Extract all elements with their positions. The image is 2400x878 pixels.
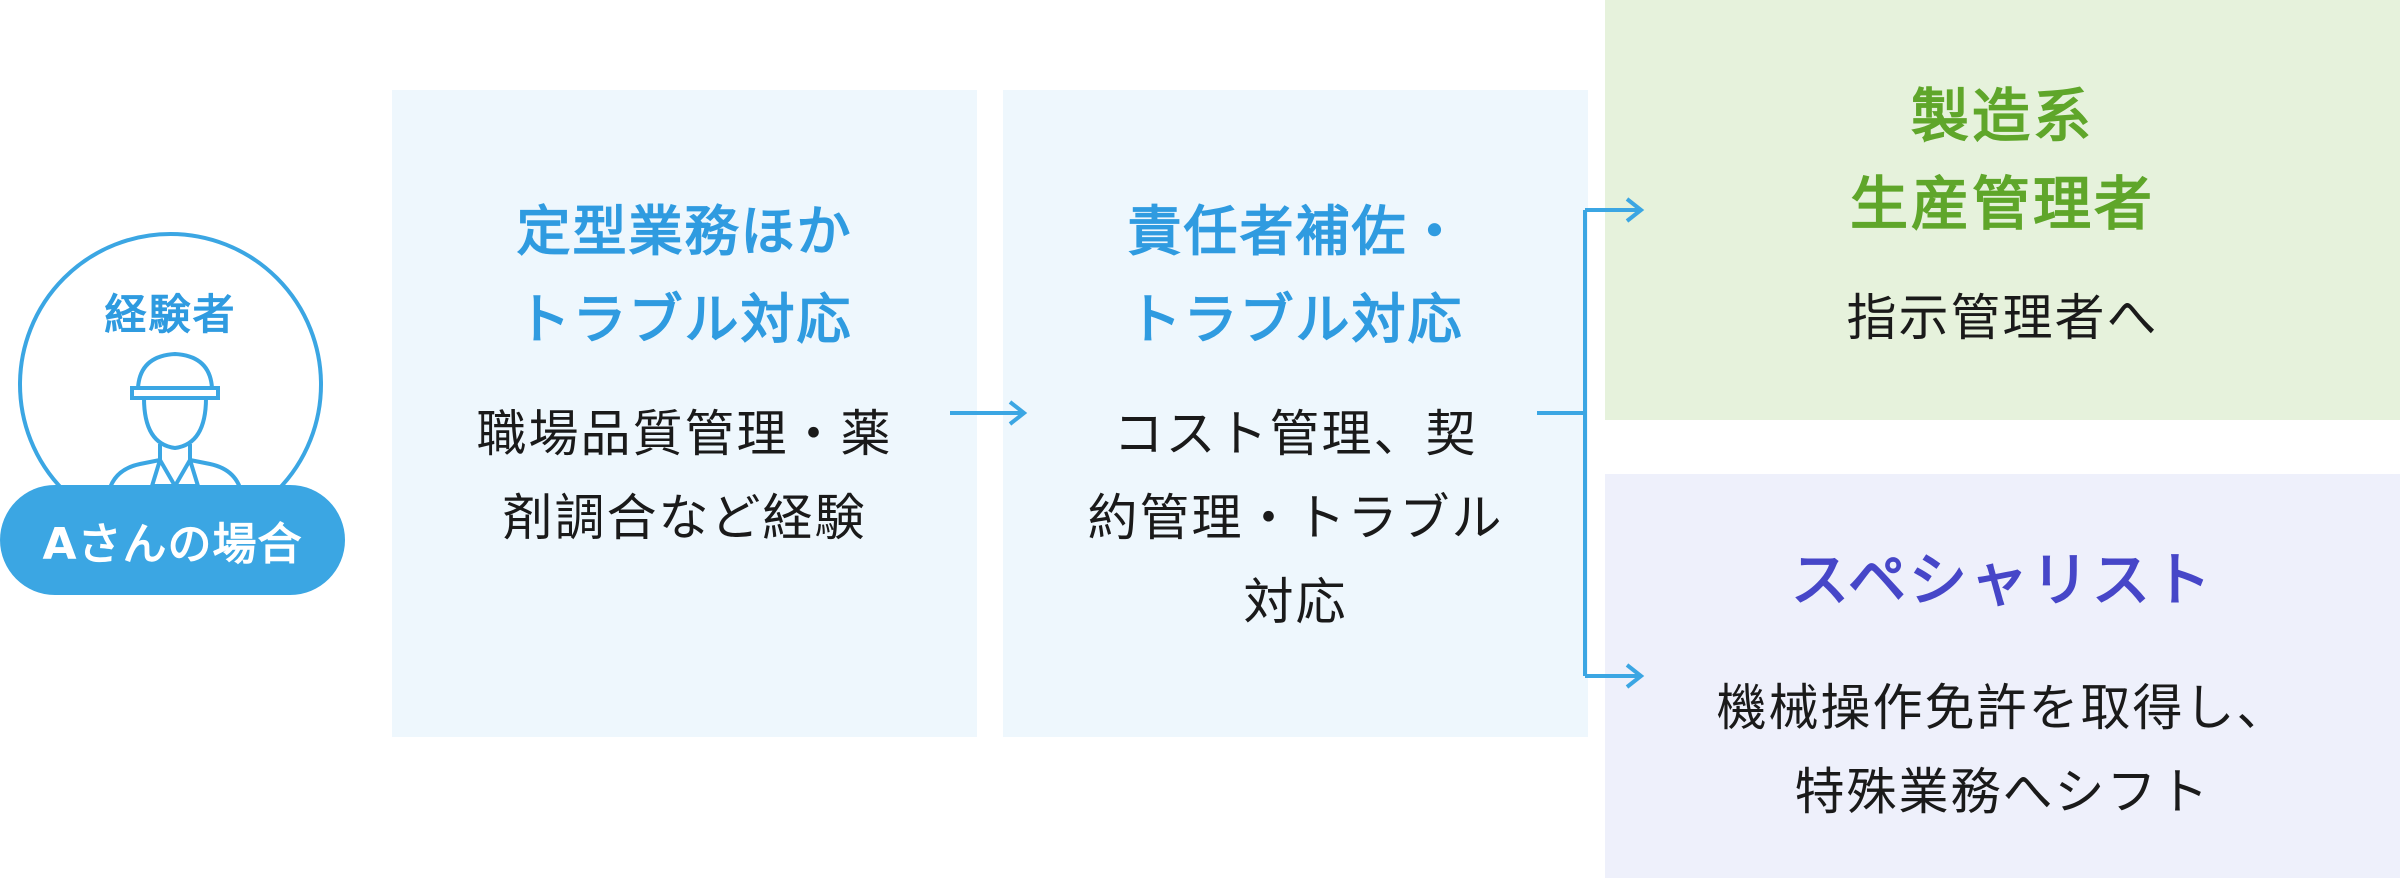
step-2-description: コスト管理、契 約管理・トラブル 対応 <box>1003 392 1588 644</box>
outcome-2-desc-line: 機械操作免許を取得し、 <box>1716 679 2289 737</box>
outcome-2-description: 機械操作免許を取得し、 特殊業務へシフト <box>1605 666 2400 834</box>
step-box-2: 責任者補佐・ トラブル対応 コスト管理、契 約管理・トラブル 対応 <box>1003 90 1588 737</box>
step-1-desc-line: 職場品質管理・薬 <box>476 405 893 463</box>
step-1-description: 職場品質管理・薬 剤調合など経験 <box>392 392 977 560</box>
step-2-desc-line: コスト管理、契 <box>1113 405 1478 463</box>
outcome-1-title: 製造系 生産管理者 <box>1605 72 2400 248</box>
persona-badge: Aさんの場合 <box>0 485 345 595</box>
step-2-title: 責任者補佐・ トラブル対応 <box>1003 188 1588 364</box>
outcome-box-production-manager: 製造系 生産管理者 指示管理者へ <box>1605 0 2400 420</box>
outcome-2-title-line: スペシャリスト <box>1791 546 2214 614</box>
step-1-desc-line: 剤調合など経験 <box>502 489 867 547</box>
outcome-2-desc-line: 特殊業務へシフト <box>1794 763 2211 821</box>
outcome-1-title-line: 製造系 <box>1910 82 2094 150</box>
step-1-title-line: トラブル対応 <box>516 288 853 351</box>
step-1-title: 定型業務ほか トラブル対応 <box>392 188 977 364</box>
outcome-2-title: スペシャリスト <box>1605 536 2400 624</box>
step-box-1: 定型業務ほか トラブル対応 職場品質管理・薬 剤調合など経験 <box>392 90 977 737</box>
step-2-desc-line: 対応 <box>1243 573 1348 631</box>
step-2-title-line: トラブル対応 <box>1127 288 1464 351</box>
outcome-box-specialist: スペシャリスト 機械操作免許を取得し、 特殊業務へシフト <box>1605 474 2400 878</box>
step-1-title-line: 定型業務ほか <box>516 200 853 263</box>
outcome-1-description: 指示管理者へ <box>1605 278 2400 358</box>
outcome-1-title-line: 生産管理者 <box>1849 170 2155 238</box>
step-2-title-line: 責任者補佐・ <box>1127 200 1464 263</box>
step-2-desc-line: 約管理・トラブル <box>1087 489 1504 547</box>
outcome-1-desc-line: 指示管理者へ <box>1846 289 2159 347</box>
persona-title: 経験者 <box>104 290 237 339</box>
